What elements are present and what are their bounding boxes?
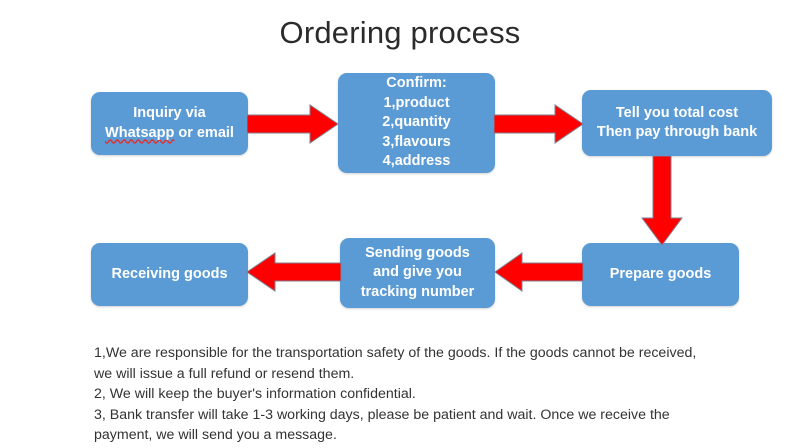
arrow-left-icon-prepare-to-sending [494, 252, 584, 292]
arrow-right-icon-confirm-to-total-cost [494, 104, 584, 144]
flow-node-receiving-goods-label: Receiving goods [111, 265, 228, 282]
note-line-3: 2, We will keep the buyer's information … [94, 386, 416, 402]
flow-node-sending-goods-label: Sending goods and give you tracking numb… [360, 244, 475, 300]
inquiry-line-2-rest: or email [174, 124, 234, 141]
flow-node-confirm[interactable]: Confirm: 1,product 2,quantity 3,flavours… [338, 73, 495, 173]
flow-node-total-cost[interactable]: Tell you total cost Then pay through ban… [582, 90, 772, 156]
flow-node-sending-goods[interactable]: Sending goods and give you tracking numb… [340, 238, 495, 308]
inquiry-misspelled-word: Whatsapp [105, 124, 175, 141]
note-line-4: 3, Bank transfer will take 1-3 working d… [94, 406, 670, 423]
flow-node-prepare-goods-label: Prepare goods [609, 265, 712, 282]
page-title: Ordering process [279, 15, 521, 50]
flow-node-receiving-goods[interactable]: Receiving goods [91, 243, 248, 306]
note-line-2: we will issue a full refund or resend th… [94, 365, 355, 382]
arrow-right-icon-inquiry-to-confirm [247, 104, 339, 144]
note-line-5: payment, we will send you a message. [94, 427, 337, 443]
terms-notes: 1,We are responsible for the transportat… [94, 343, 774, 446]
note-line-1: 1,We are responsible for the transportat… [94, 345, 697, 361]
arrow-down-icon-total-cost-to-prepare [641, 156, 683, 246]
flow-node-prepare-goods[interactable]: Prepare goods [582, 243, 739, 306]
flow-node-confirm-label: Confirm: 1,product 2,quantity 3,flavours… [382, 75, 451, 170]
inquiry-line-1: Inquiry via [133, 105, 206, 121]
arrow-left-icon-sending-to-receiving [246, 252, 342, 292]
flow-node-total-cost-label: Tell you total cost Then pay through ban… [596, 104, 758, 141]
